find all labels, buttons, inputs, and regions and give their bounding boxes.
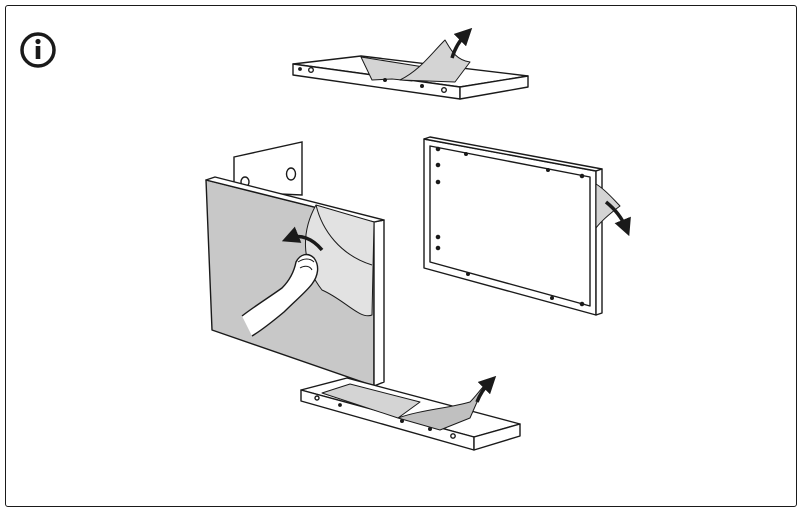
bottom-shelf-panel [300, 377, 521, 451]
peel-arrow-left [281, 226, 324, 252]
peel-arrow-top [450, 27, 473, 59]
frame-panel [423, 136, 621, 316]
top-shelf-panel [292, 39, 529, 100]
info-icon [20, 32, 56, 68]
back-panel [233, 141, 303, 196]
peel-arrow-right [604, 200, 631, 237]
peel-arrow-bottom [475, 375, 497, 403]
side-panel-with-hand [205, 176, 385, 387]
